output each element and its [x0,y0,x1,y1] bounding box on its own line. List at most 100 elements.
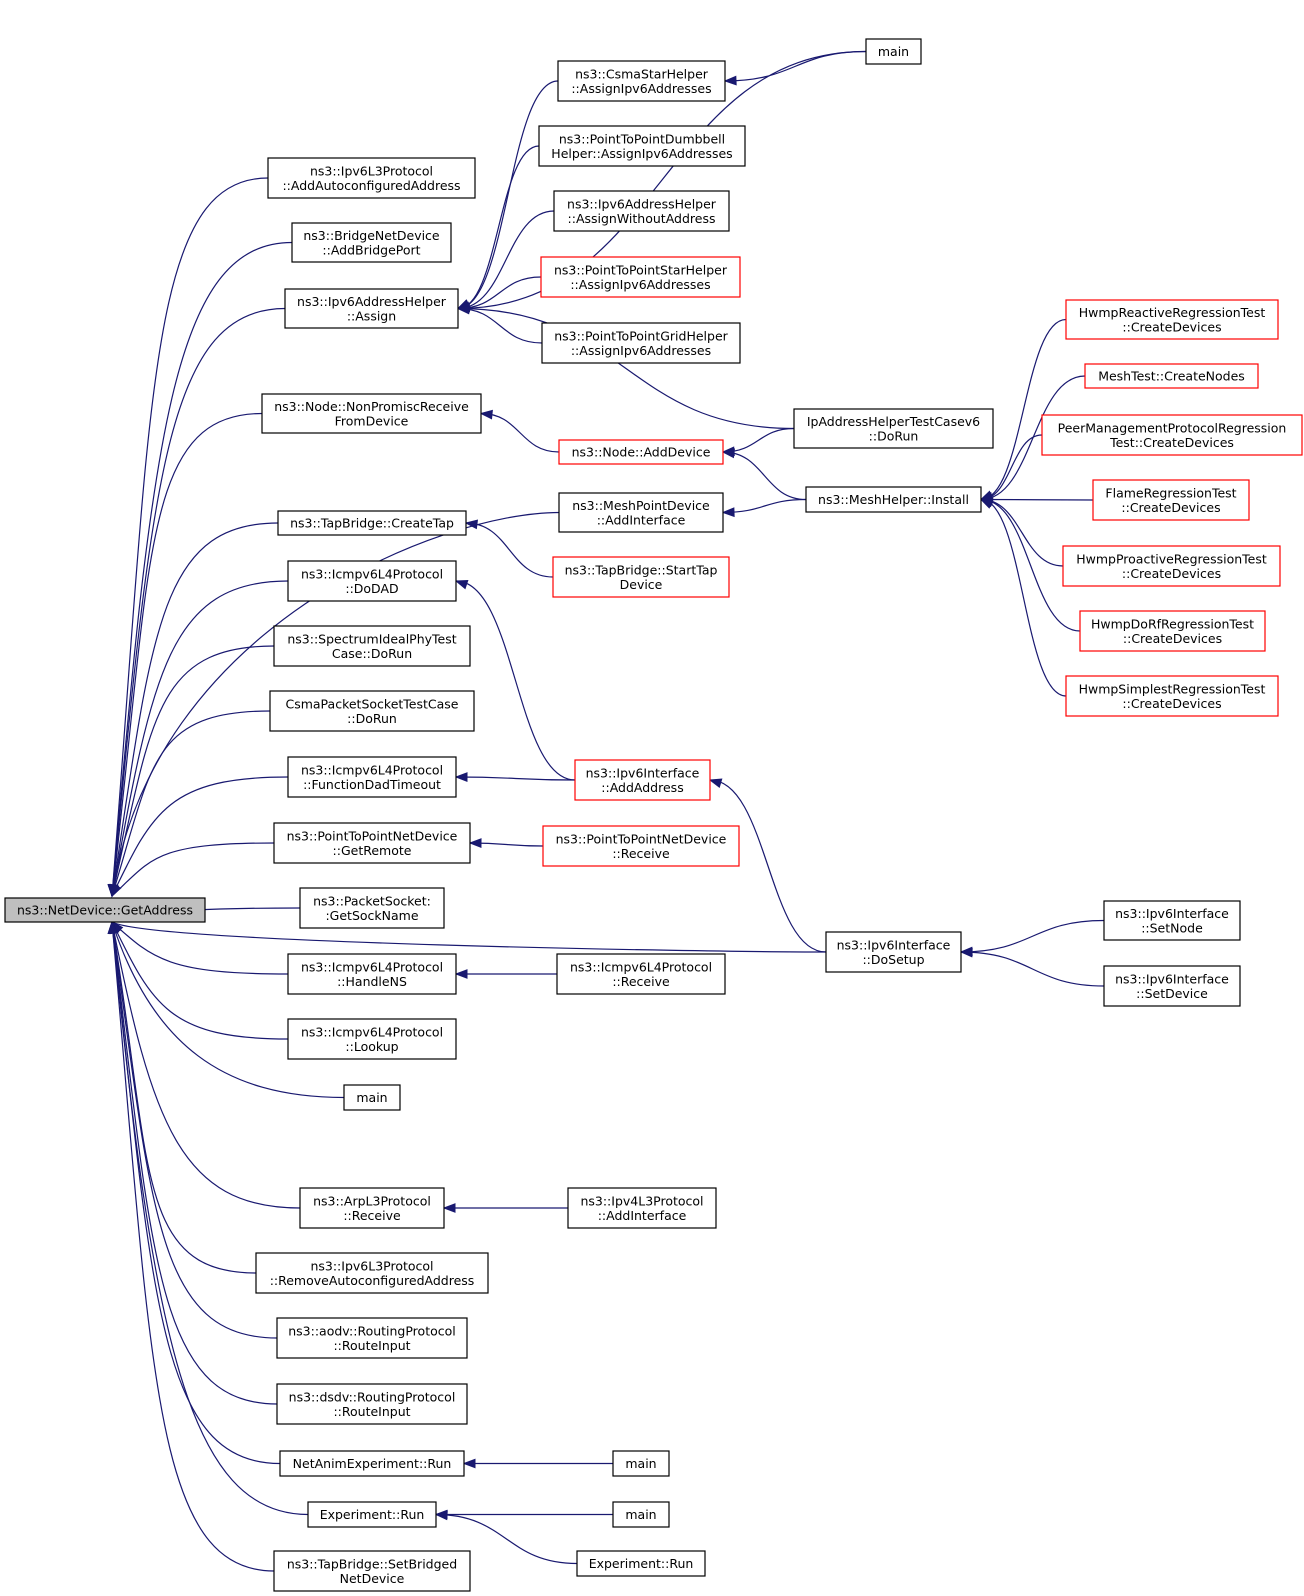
node-box [4,897,206,923]
function-node[interactable]: Experiment::Run [307,1501,437,1528]
function-node[interactable]: ns3::aodv::RoutingProtocol::RouteInput [276,1317,468,1359]
function-node[interactable]: ns3::Ipv6Interface::SetDevice [1103,965,1241,1007]
function-node[interactable]: MeshTest::CreateNodes [1084,363,1259,389]
function-node[interactable]: ns3::PointToPointDumbbellHelper::AssignI… [538,125,746,167]
node-label-line: :GetSockName [325,908,418,923]
node-label-line: ns3::Ipv6AddressHelper [297,294,447,309]
node-box [805,486,982,513]
call-edge [107,920,275,1572]
function-node[interactable]: FlameRegressionTest::CreateDevices [1092,479,1250,521]
function-node[interactable]: ns3::Ipv4L3Protocol::AddInterface [567,1187,717,1229]
node-label-line: FlameRegressionTest [1105,485,1236,500]
root-node[interactable]: ns3::NetDevice::GetAddress [4,897,206,923]
node-label-line: HwmpDoRfRegressionTest [1091,616,1254,631]
function-node[interactable]: HwmpDoRfRegressionTest::CreateDevices [1079,610,1266,652]
function-node[interactable]: IpAddressHelperTestCasev6::DoRun [793,408,994,449]
node-label-line: ns3::Node::NonPromiscReceive [274,399,469,414]
function-node[interactable]: PeerManagementProtocolRegressionTest::Cr… [1041,414,1303,456]
node-box [287,560,457,602]
edges-layer [107,50,1105,1572]
function-node[interactable]: ns3::Icmpv6L4Protocol::Receive [556,953,726,995]
call-edge [723,50,867,86]
function-node[interactable]: ns3::Ipv6L3Protocol::AddAutoconfiguredAd… [267,157,476,199]
call-edge [434,1510,578,1565]
node-label-line: Device [620,577,663,592]
node-box [793,408,994,449]
node-label-line: ns3::TapBridge::SetBridged [287,1556,457,1571]
node-label-line: ::AssignWithoutAddress [568,211,716,226]
function-node[interactable]: ns3::ArpL3Protocol::Receive [299,1187,445,1229]
function-node[interactable]: ns3::MeshPointDevice::AddInterface [558,492,724,533]
node-label-line: ns3::CsmaStarHelper [575,66,709,81]
node-label-line: NetAnimExperiment::Run [293,1456,452,1471]
node-label-line: ns3::PointToPointNetDevice [287,828,458,843]
node-box [542,825,740,867]
call-edge [721,498,807,518]
node-label-line: ::SetNode [1141,920,1203,935]
function-node[interactable]: ns3::Ipv6AddressHelper::Assign [284,288,459,329]
function-node[interactable]: ns3::Ipv6AddressHelper::AssignWithoutAdd… [553,190,730,232]
function-node[interactable]: ns3::Ipv6Interface::SetNode [1103,900,1241,941]
node-label-line: ns3::Ipv6Interface [1115,906,1229,921]
call-edge [468,838,544,849]
node-box [287,953,457,995]
call-edge [979,498,1067,697]
node-box [269,690,475,732]
function-node[interactable]: ns3::Icmpv6L4Protocol::FunctionDadTimeou… [287,756,457,798]
call-edge [108,920,301,1209]
node-label-line: main [878,44,909,59]
function-node[interactable]: ns3::BridgeNetDevice::AddBridgePort [291,222,452,263]
function-node[interactable]: ns3::PointToPointNetDevice::Receive [542,825,740,867]
function-node[interactable]: HwmpProactiveRegressionTest::CreateDevic… [1062,545,1281,587]
node-box [267,157,476,199]
node-label-line: ::AssignIpv6Addresses [571,81,711,96]
function-node[interactable]: main [612,1450,670,1477]
node-label-line: ns3::Icmpv6L4Protocol [301,566,443,581]
function-node[interactable]: Experiment::Run [576,1550,706,1577]
function-node[interactable]: ns3::PointToPointStarHelper::AssignIpv6A… [540,256,741,298]
call-edge [708,778,827,953]
function-node[interactable]: HwmpSimplestRegressionTest::CreateDevice… [1065,675,1279,717]
node-box [276,1383,468,1425]
function-node[interactable]: ns3::CsmaStarHelper::AssignIpv6Addresses [557,60,726,102]
function-node[interactable]: ns3::Node::AddDevice [558,439,724,465]
node-label-line: ns3::PointToPointNetDevice [556,831,727,846]
call-edge [111,920,827,953]
node-label-line: ::CreateDevices [1122,696,1221,711]
function-node[interactable]: ns3::Ipv6Interface::AddAddress [574,759,711,801]
node-box [287,1018,457,1060]
node-label-line: ::Receive [612,846,670,861]
node-box [541,322,741,364]
function-node[interactable]: HwmpReactiveRegressionTest::CreateDevice… [1065,299,1279,340]
node-label-line: Experiment::Run [320,1507,425,1522]
call-edge [479,409,560,453]
function-node[interactable]: ns3::Icmpv6L4Protocol::Lookup [287,1018,457,1060]
function-node[interactable]: main [865,38,922,65]
function-node[interactable]: ns3::dsdv::RoutingProtocol::RouteInput [276,1383,468,1425]
node-label-line: ::AddAddress [601,780,683,795]
function-node[interactable]: ns3::PointToPointNetDevice::GetRemote [273,822,471,864]
function-node[interactable]: NetAnimExperiment::Run [279,1450,465,1477]
function-node[interactable]: ns3::Ipv6L3Protocol::RemoveAutoconfigure… [255,1252,489,1294]
function-node[interactable]: main [343,1084,401,1111]
function-node[interactable]: ns3::MeshHelper::Install [805,486,982,513]
node-box [307,1501,437,1528]
function-node[interactable]: ns3::TapBridge::CreateTap [277,510,467,536]
node-label-line: ns3::BridgeNetDevice [303,228,440,243]
node-box [1079,610,1266,652]
function-node[interactable]: main [612,1501,670,1528]
function-node[interactable]: ns3::Ipv6Interface::DoSetup [825,931,962,973]
function-node[interactable]: CsmaPacketSocketTestCase::DoRun [269,690,475,732]
function-node[interactable]: ns3::PointToPointGridHelper::AssignIpv6A… [541,322,741,364]
function-node[interactable]: ns3::Icmpv6L4Protocol::HandleNS [287,953,457,995]
function-node[interactable]: ns3::Icmpv6L4Protocol::DoDAD [287,560,457,602]
function-node[interactable]: ns3::PacketSocket::GetSockName [299,887,445,929]
node-box [1103,900,1241,941]
node-label-line: ns3::TapBridge::StartTap [565,562,718,577]
node-label-line: ns3::MeshHelper::Install [818,492,969,507]
node-box [576,1550,706,1577]
